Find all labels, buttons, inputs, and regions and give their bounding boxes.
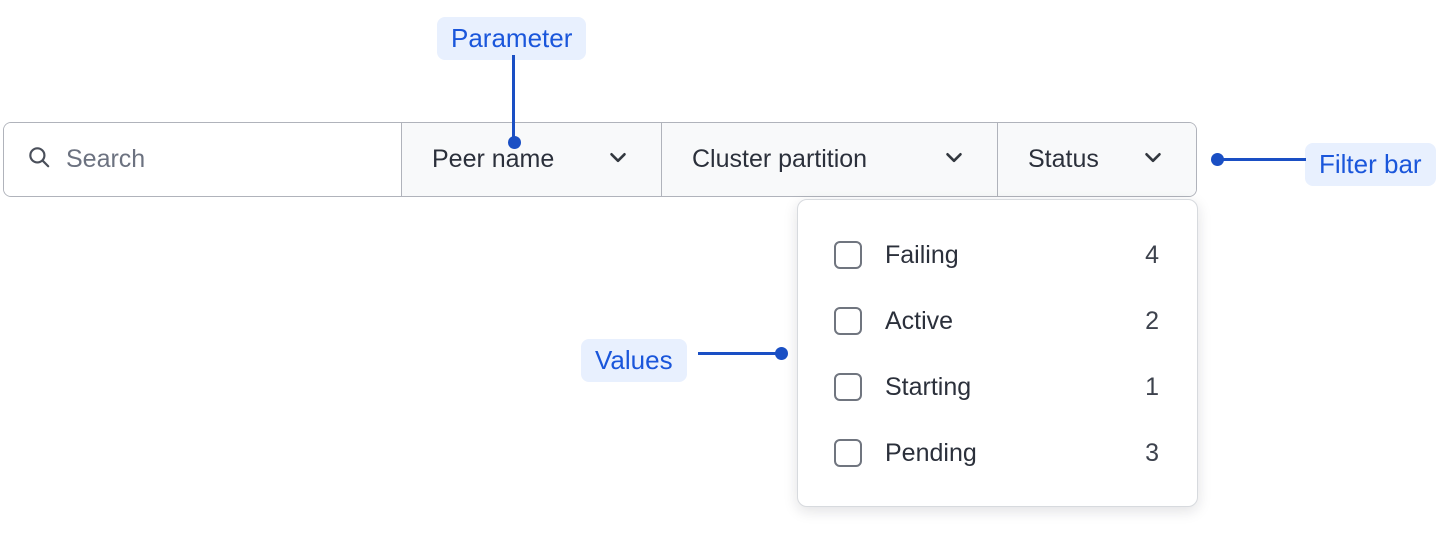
chevron-down-icon[interactable] (1140, 144, 1166, 175)
checkbox-failing[interactable] (834, 241, 862, 269)
annotation-parameter-label: Parameter (437, 17, 587, 60)
status-dropdown-panel: Failing 4 Active 2 Starting 1 Pending 3 (797, 199, 1198, 507)
dropdown-option-failing[interactable]: Failing 4 (798, 222, 1197, 288)
search-input[interactable] (66, 145, 379, 174)
checkbox-pending[interactable] (834, 439, 862, 467)
search-field[interactable] (4, 123, 402, 196)
annotation-values-leader-line (698, 352, 781, 355)
checkbox-starting[interactable] (834, 373, 862, 401)
filter-cluster-partition-label: Cluster partition (692, 145, 868, 173)
annotation-filter-bar-anchor-dot (1211, 153, 1224, 166)
annotation-filter-bar-leader-line (1223, 158, 1306, 161)
dropdown-option-count: 1 (1145, 372, 1159, 401)
filter-bar: Peer name Cluster partition Status (3, 122, 1197, 197)
dropdown-option-label: Active (885, 306, 954, 335)
search-icon (26, 144, 52, 175)
dropdown-option-label: Starting (885, 372, 972, 401)
annotation-values-anchor-dot (775, 347, 788, 360)
filter-peer-name[interactable]: Peer name (402, 123, 662, 196)
checkbox-active[interactable] (834, 307, 862, 335)
chevron-down-icon[interactable] (941, 144, 967, 175)
dropdown-option-label: Failing (885, 240, 959, 269)
dropdown-option-pending[interactable]: Pending 3 (798, 420, 1197, 486)
annotation-parameter-leader-line (512, 55, 515, 143)
annotation-values-label: Values (581, 339, 687, 382)
filter-status-label: Status (1028, 145, 1099, 173)
dropdown-option-label: Pending (885, 438, 977, 467)
filter-status[interactable]: Status (998, 123, 1196, 196)
dropdown-option-starting[interactable]: Starting 1 (798, 354, 1197, 420)
dropdown-option-active[interactable]: Active 2 (798, 288, 1197, 354)
filter-peer-name-label: Peer name (432, 145, 555, 173)
annotation-parameter-anchor-dot (508, 136, 521, 149)
filter-cluster-partition[interactable]: Cluster partition (662, 123, 998, 196)
dropdown-option-count: 3 (1145, 438, 1159, 467)
dropdown-option-count: 4 (1145, 240, 1159, 269)
annotation-filter-bar-label: Filter bar (1305, 143, 1436, 186)
dropdown-option-count: 2 (1145, 306, 1159, 335)
chevron-down-icon[interactable] (605, 144, 631, 175)
